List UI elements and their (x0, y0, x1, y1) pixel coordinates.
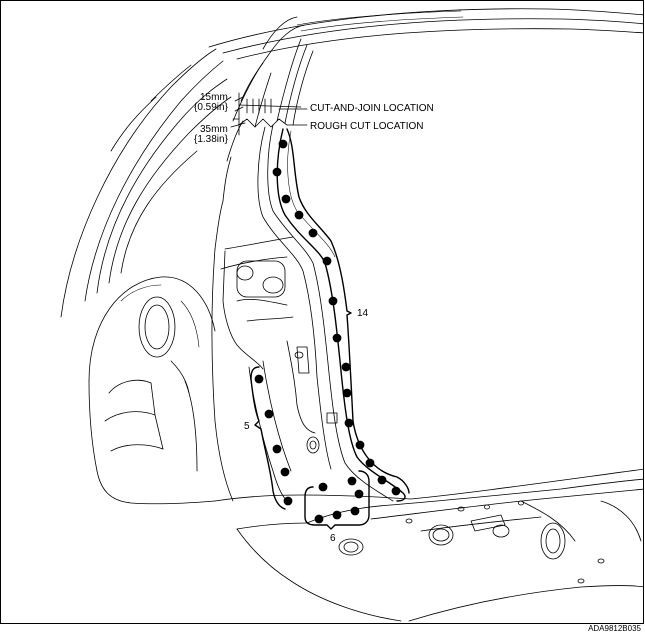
weld-spot (347, 476, 357, 486)
bracket-inner: 5 (244, 366, 286, 510)
body-panel-diagram: 15mm {0.59in} 35mm {1.38in} CUT-AND-JOIN… (60, 8, 643, 622)
bracket-pillar: 14 (286, 128, 410, 494)
sill-hole-3 (338, 538, 364, 556)
rough-cut-label: ROUGH CUT LOCATION (310, 121, 424, 132)
side-sill (214, 468, 643, 622)
sill-hole-2 (540, 522, 566, 560)
dim-upper-mm: 15mm (200, 92, 228, 103)
count-inner: 5 (244, 421, 250, 432)
weld-spot (281, 194, 291, 204)
roof-outline (208, 8, 643, 60)
weld-spot (322, 256, 332, 266)
diagram-frame: 15mm {0.59in} 35mm {1.38in} CUT-AND-JOIN… (0, 0, 644, 624)
dim-lower-in: {1.38in} (194, 134, 229, 145)
weld-spot (318, 482, 328, 492)
weld-spot (278, 139, 288, 149)
weld-spot (332, 333, 342, 343)
side-window-opening (60, 48, 232, 318)
inner-panel (211, 236, 338, 502)
cut-and-join-label: CUT-AND-JOIN LOCATION (310, 103, 434, 114)
pillar-reinforcement (257, 124, 406, 502)
weld-spots-inner (254, 374, 293, 506)
weld-spot (254, 374, 264, 384)
inner-hole-3 (306, 436, 320, 454)
inner-panel-window (236, 260, 286, 298)
weld-spot (308, 228, 318, 238)
wheel-arch (88, 276, 216, 505)
bracket-sill: 6 (304, 470, 370, 544)
sill-hole-1 (428, 524, 454, 546)
figure-code: ADA9812B035 (588, 624, 641, 633)
dim-lower-mm: 35mm (200, 124, 228, 135)
dim-upper-in: {0.59in} (194, 102, 229, 113)
weld-spot (341, 362, 351, 372)
weld-spot (377, 475, 387, 485)
weld-spots-sill (314, 476, 364, 524)
weld-spot (264, 409, 274, 419)
weld-spot (332, 510, 342, 520)
arch-hole (138, 296, 176, 358)
weld-spot (354, 489, 364, 499)
weld-spot (391, 486, 401, 496)
weld-spot (280, 467, 290, 477)
weld-spot (365, 458, 375, 468)
cut-and-join-marker: CUT-AND-JOIN LOCATION (238, 98, 434, 114)
count-pillar: 14 (357, 308, 369, 319)
weld-spot (350, 506, 360, 516)
weld-spots-pillar (272, 139, 401, 496)
dimension-annotation: 15mm {0.59in} 35mm {1.38in} (194, 92, 246, 145)
weld-spot (314, 514, 324, 524)
weld-spot (342, 388, 352, 398)
rough-cut-marker: ROUGH CUT LOCATION (238, 118, 424, 132)
weld-spot (272, 167, 282, 177)
weld-spot (344, 418, 354, 428)
count-sill: 6 (330, 533, 336, 544)
weld-spot (272, 444, 282, 454)
weld-spot (294, 210, 304, 220)
weld-spot (283, 496, 293, 506)
weld-spot (328, 296, 338, 306)
inner-hole-1 (236, 265, 254, 281)
inner-hole-2 (262, 276, 284, 294)
